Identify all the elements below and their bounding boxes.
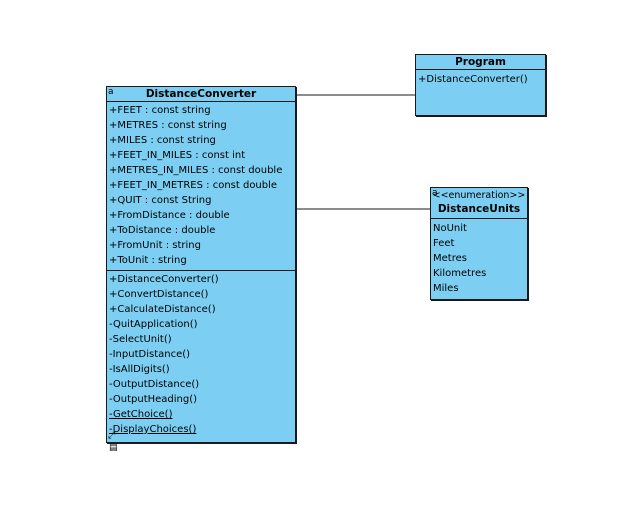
- attribute-compartment: +FEET : const string +METRES : const stri…: [107, 102, 295, 271]
- attribute-row[interactable]: +MILES : const string: [109, 135, 216, 146]
- operation-row[interactable]: +DistanceConverter(): [418, 74, 528, 85]
- operation-row[interactable]: -OutputHeading(): [109, 394, 198, 405]
- operation-row[interactable]: -IsAllDigits(): [109, 364, 170, 375]
- attribute-row[interactable]: +FEET_IN_MILES : const int: [109, 150, 246, 161]
- class-corner-icon: a: [108, 87, 114, 97]
- class-header: Program: [416, 55, 545, 70]
- attribute-row[interactable]: +METRES : const string: [109, 120, 227, 131]
- enum-literal-row[interactable]: Feet: [433, 238, 455, 249]
- operation-row[interactable]: +DistanceConverter(): [109, 274, 219, 285]
- attribute-row[interactable]: +FEET_IN_METRES : const double: [109, 180, 278, 191]
- attribute-row[interactable]: +ToUnit : string: [109, 255, 187, 266]
- operation-row[interactable]: -DisplayChoices(): [109, 424, 197, 435]
- class-header: a DistanceConverter: [107, 87, 295, 102]
- enum-literal-row[interactable]: NoUnit: [433, 223, 467, 234]
- class-corner-icon: a: [432, 188, 438, 198]
- attribute-row[interactable]: +ToDistance : double: [109, 225, 216, 236]
- attribute-row[interactable]: +QUIT : const String: [109, 195, 212, 206]
- attribute-row[interactable]: +FromUnit : string: [109, 240, 201, 251]
- attribute-row[interactable]: +METRES_IN_MILES : const double: [109, 165, 283, 176]
- stereotype-label: <<enumeration>>: [432, 190, 526, 201]
- operation-row[interactable]: -GetChoice(): [109, 409, 173, 420]
- operation-row[interactable]: +CalculateDistance(): [109, 304, 216, 315]
- class-name: DistanceUnits: [437, 203, 521, 215]
- attribute-row[interactable]: +FromDistance : double: [109, 210, 230, 221]
- class-header: a <<enumeration>> DistanceUnits: [431, 188, 527, 219]
- operation-compartment: +DistanceConverter(): [416, 70, 545, 87]
- class-program[interactable]: Program +DistanceConverter(): [415, 54, 546, 116]
- enum-literal-row[interactable]: Kilometres: [433, 268, 487, 279]
- operation-row[interactable]: -InputDistance(): [109, 349, 191, 360]
- class-name: Program: [455, 56, 506, 68]
- operation-row[interactable]: -QuitApplication(): [109, 319, 198, 330]
- link-icon: ⤢: [108, 431, 116, 441]
- operation-compartment: +DistanceConverter() +ConvertDistance() +C…: [107, 271, 295, 437]
- enum-literal-row[interactable]: Metres: [433, 253, 467, 264]
- class-distance-converter[interactable]: a DistanceConverter +FEET : const string…: [106, 86, 296, 443]
- operation-row[interactable]: +ConvertDistance(): [109, 289, 209, 300]
- class-name: DistanceConverter: [145, 88, 257, 100]
- note-icon: ▤: [109, 443, 118, 453]
- attribute-row[interactable]: +FEET : const string: [109, 105, 211, 116]
- operation-row[interactable]: -OutputDistance(): [109, 379, 200, 390]
- enum-literal-row[interactable]: Miles: [433, 283, 459, 294]
- operation-row[interactable]: -SelectUnit(): [109, 334, 172, 345]
